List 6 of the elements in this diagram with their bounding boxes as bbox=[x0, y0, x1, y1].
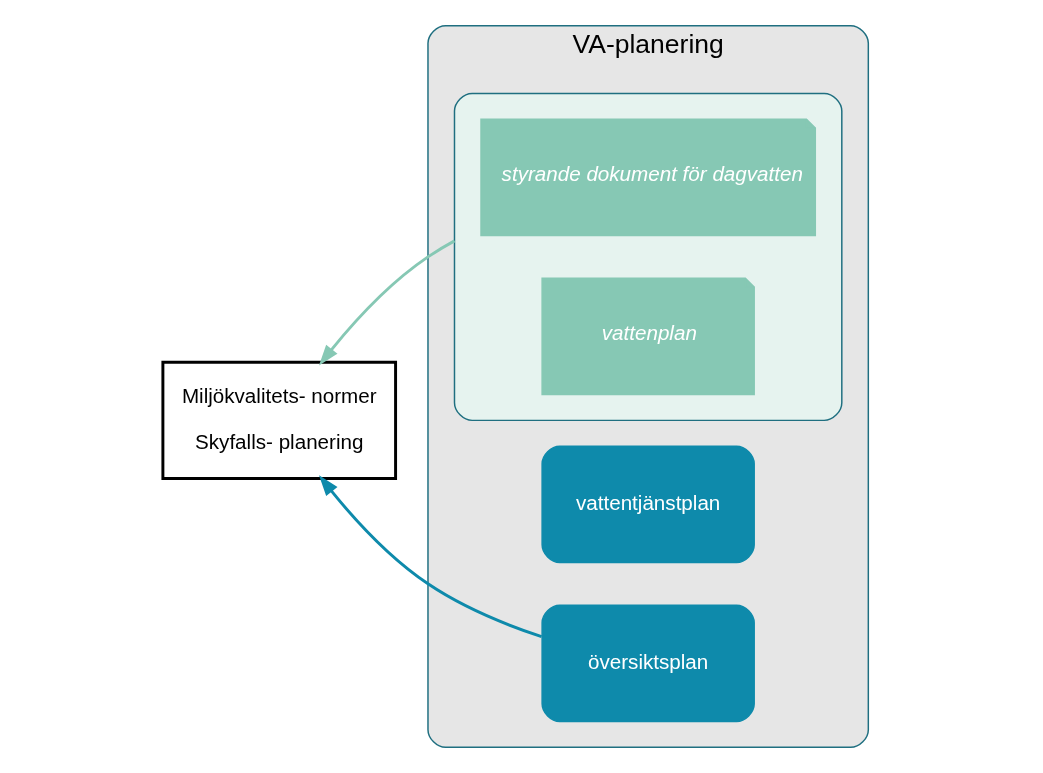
arrow bbox=[319, 239, 456, 366]
node-box: Miljökvalitets- normer Skyfalls- planering bbox=[161, 360, 398, 481]
node-box: översiktsplan bbox=[541, 604, 755, 723]
node-box: vattentjänstplan bbox=[541, 445, 755, 564]
cluster bbox=[453, 92, 843, 422]
arrow bbox=[319, 475, 543, 639]
